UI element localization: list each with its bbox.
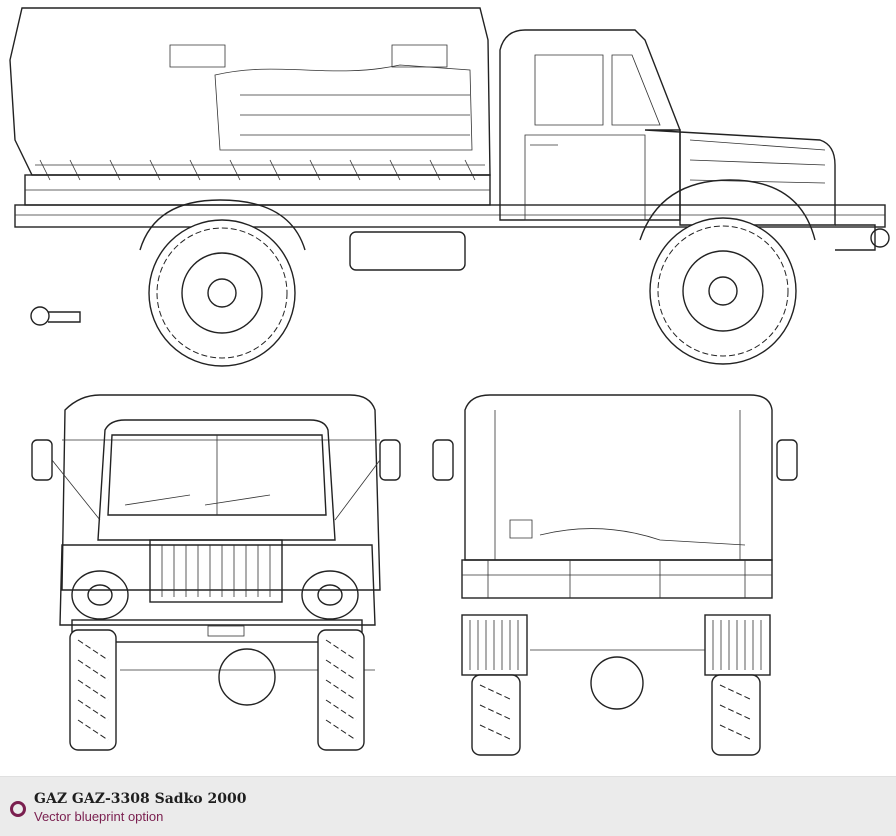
- side-view: [9, 7, 890, 367]
- ring-bullet-icon: [10, 801, 26, 817]
- caption-title: GAZ GAZ-3308 Sadko 2000: [34, 791, 247, 807]
- blueprint-image: [9, 7, 890, 756]
- front-view: [31, 394, 401, 751]
- caption-bar: GAZ GAZ-3308 Sadko 2000 Vector blueprint…: [0, 776, 896, 836]
- caption-subtitle[interactable]: Vector blueprint option: [34, 809, 164, 824]
- rear-view: [432, 394, 798, 756]
